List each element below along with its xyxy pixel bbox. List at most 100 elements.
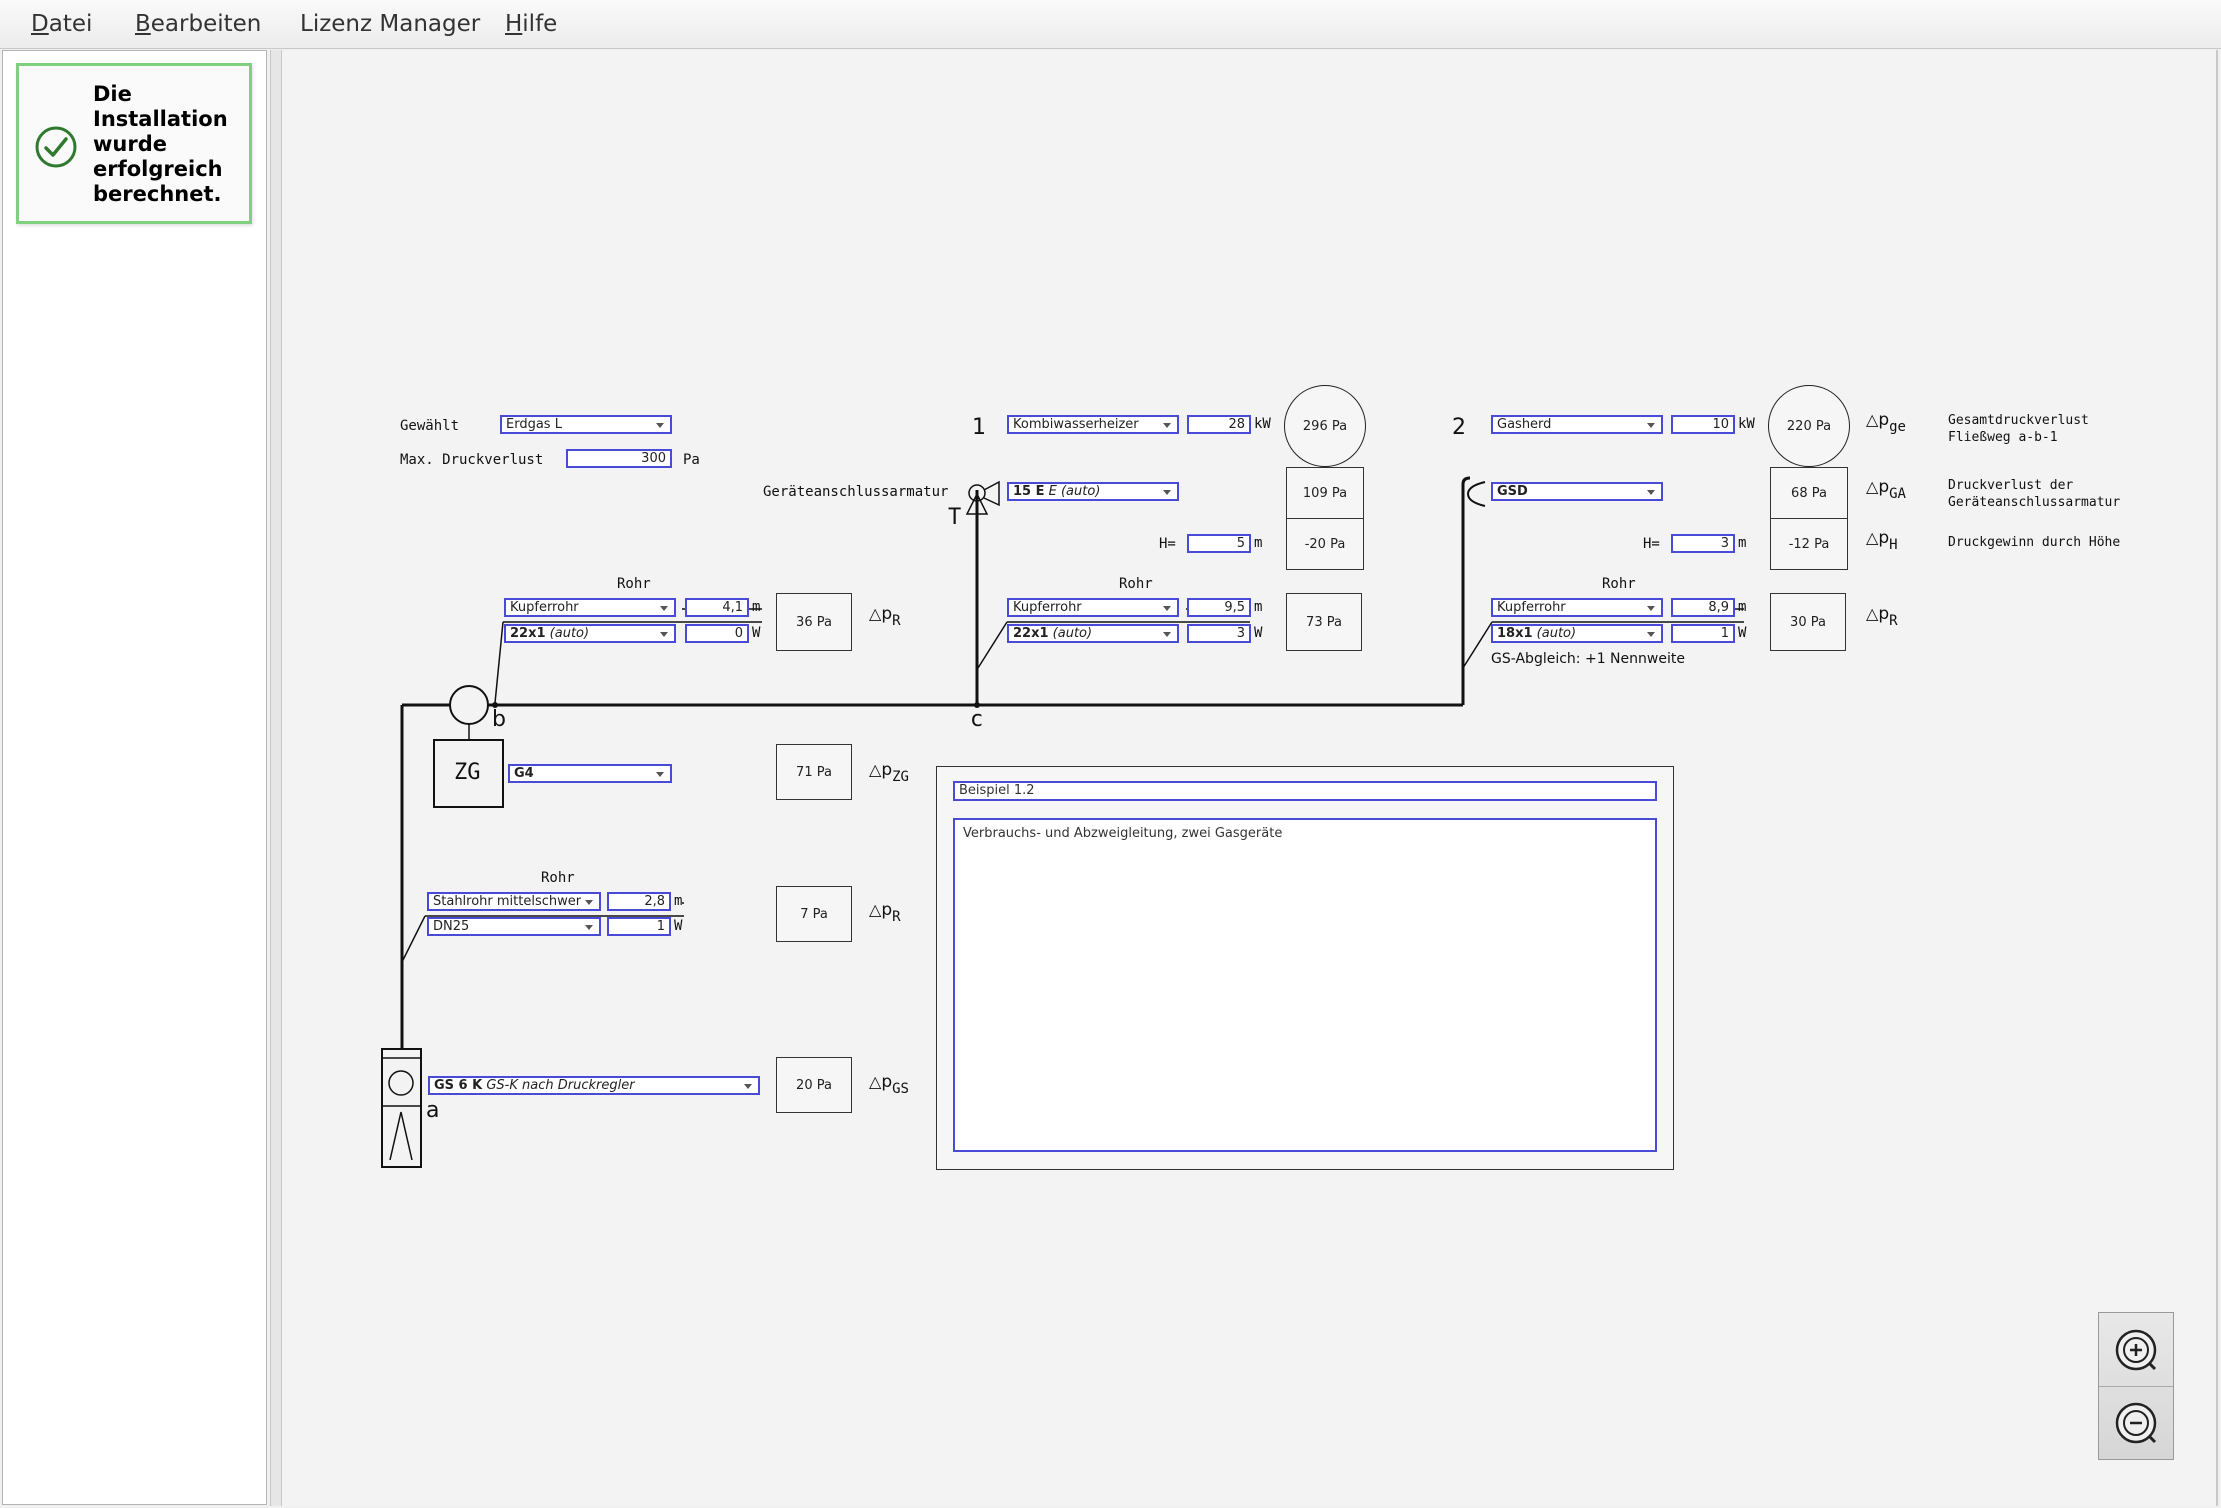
device-2-number: 2 xyxy=(1452,415,1466,440)
pipe-b-w-input[interactable]: 0 xyxy=(685,624,749,643)
callout-pipe-c xyxy=(977,621,1008,669)
legend-ga-text-2: Geräteanschlussarmatur xyxy=(1948,495,2121,510)
pipe-2-w-unit: W xyxy=(1738,625,1747,641)
pipe-c-label: Rohr xyxy=(1119,576,1153,592)
device-1-h-input[interactable]: 5 xyxy=(1187,534,1251,553)
zg-dropdown[interactable]: G4 xyxy=(508,764,672,783)
node-c-label: c xyxy=(970,707,984,732)
menu-bar: Datei Bearbeiten Lizenz Manager Hilfe xyxy=(0,0,2221,49)
device-1-armatur-dropdown[interactable]: 15 E E (auto) xyxy=(1007,482,1179,501)
zg-box xyxy=(433,739,504,808)
pipe-2-length-input[interactable]: 8,9 xyxy=(1671,598,1735,617)
zoom-in-icon xyxy=(2115,1329,2157,1371)
pipe-c-length-unit: m xyxy=(1254,599,1263,615)
delta-p-r-b: △pR xyxy=(869,604,901,629)
gs-dropdown[interactable]: GS 6 K GS-K nach Druckregler xyxy=(428,1076,760,1095)
callout-pipe-a xyxy=(401,915,426,963)
device-2-armatur-dropdown[interactable]: GSD xyxy=(1491,482,1663,501)
device-2-h-gain: -12 Pa xyxy=(1770,518,1848,570)
max-druckverlust-label: Max. Druckverlust xyxy=(400,452,544,468)
max-druckverlust-unit: Pa xyxy=(683,452,700,468)
gas-type-dropdown[interactable]: Erdgas L xyxy=(500,415,672,434)
check-circle-icon xyxy=(35,126,77,168)
gs-regulator-symbol xyxy=(381,1048,422,1168)
gsd-connector-symbol xyxy=(1466,481,1486,507)
legend-ge-text-1: Gesamtdruckverlust xyxy=(1948,413,2089,428)
node-a-label: a xyxy=(426,1098,440,1123)
zg-label: ZG xyxy=(454,760,481,785)
pipe-2-w-input[interactable]: 1 xyxy=(1671,624,1735,643)
pipe-a-length-input[interactable]: 2,8 xyxy=(607,892,671,911)
device-2-type-dropdown[interactable]: Gasherd xyxy=(1491,415,1663,434)
pipe-c-loss: 73 Pa xyxy=(1286,593,1362,651)
delta-p-ga: △pGA xyxy=(1866,477,1906,502)
device-1-h-unit: m xyxy=(1254,535,1263,551)
branch-2-top xyxy=(1461,476,1471,492)
device-2-h-label: H= xyxy=(1643,536,1660,552)
callout-pipe-2 xyxy=(1462,621,1493,669)
armatur-symbol xyxy=(968,484,986,502)
delta-p-ge: △pge xyxy=(1866,410,1906,435)
pipe-c-size-dropdown[interactable]: 22x1 (auto) xyxy=(1007,624,1179,643)
menu-hilfe[interactable]: Hilfe xyxy=(505,11,558,37)
zoom-in-button[interactable] xyxy=(2099,1313,2173,1387)
max-druckverlust-input[interactable]: 300 xyxy=(566,449,672,468)
zoom-out-icon xyxy=(2115,1402,2157,1444)
pipe-a-length-unit: m xyxy=(674,893,683,909)
delta-p-r-2: △pR xyxy=(1866,604,1898,629)
device-2-armatur-loss: 68 Pa xyxy=(1770,467,1848,519)
legend-h-text: Druckgewinn durch Höhe xyxy=(1948,535,2121,550)
pipe-b-material-dropdown[interactable]: Kupferrohr xyxy=(504,598,676,617)
armatur-label: Geräteanschlussarmatur xyxy=(763,484,949,500)
pipe-a-loss: 7 Pa xyxy=(776,886,852,942)
legend-ga-text-1: Druckverlust der xyxy=(1948,478,2074,493)
zoom-out-button[interactable] xyxy=(2099,1387,2173,1460)
pipe-2-length-unit: m xyxy=(1738,599,1747,615)
pipe-a-material-dropdown[interactable]: Stahlrohr mittelschwer xyxy=(427,892,601,911)
pipe-a-size-dropdown[interactable]: DN25 xyxy=(427,917,601,936)
delta-p-h: △pH xyxy=(1866,528,1898,553)
menu-lizenz-manager[interactable]: Lizenz Manager xyxy=(300,11,481,37)
zg-loss: 71 Pa xyxy=(776,744,852,800)
pipe-c-material-dropdown[interactable]: Kupferrohr xyxy=(1007,598,1179,617)
delta-p-r-a: △pR xyxy=(869,900,901,925)
success-notice: Die Installation wurde erfolgreich berec… xyxy=(16,63,252,224)
pipe-a-w-input[interactable]: 1 xyxy=(607,917,671,936)
device-1-h-label: H= xyxy=(1159,536,1176,552)
pipe-2-size-dropdown[interactable]: 18x1 (auto) xyxy=(1491,624,1663,643)
pipe-a-w-unit: W xyxy=(674,918,683,934)
gewaehlt-label: Gewählt xyxy=(400,418,460,434)
device-1-h-gain: -20 Pa xyxy=(1286,518,1364,570)
device-2-power-input[interactable]: 10 xyxy=(1671,415,1735,434)
project-description-textarea[interactable]: Verbrauchs- und Abzweigleitung, zwei Gas… xyxy=(953,818,1657,1152)
pipe-c-w-input[interactable]: 3 xyxy=(1187,624,1251,643)
pipe-b-length-input[interactable]: 4,1 xyxy=(685,598,749,617)
device-1-type-dropdown[interactable]: Kombiwasserheizer xyxy=(1007,415,1179,434)
pipe-2-material-dropdown[interactable]: Kupferrohr xyxy=(1491,598,1663,617)
pipe-c-length-input[interactable]: 9,5 xyxy=(1187,598,1251,617)
device-2-h-input[interactable]: 3 xyxy=(1671,534,1735,553)
project-title-input[interactable]: Beispiel 1.2 xyxy=(953,781,1657,801)
pipe-c-w-unit: W xyxy=(1254,625,1263,641)
delta-p-gs: △pGS xyxy=(869,1072,909,1097)
menu-bearbeiten[interactable]: Bearbeiten xyxy=(135,11,262,37)
delta-p-zg: △pZG xyxy=(869,760,909,785)
device-2-total-loss: 220 Pa xyxy=(1768,385,1850,467)
callout-pipe-b xyxy=(494,621,504,704)
device-1-armatur-loss: 109 Pa xyxy=(1286,467,1364,519)
legend-ge-text-2: Fließweg a-b-1 xyxy=(1948,430,2058,445)
pipe-b-length-unit: m xyxy=(752,599,761,615)
device-2-h-unit: m xyxy=(1738,535,1747,551)
zg-meter-circle xyxy=(449,685,489,725)
pipe-b-size-dropdown[interactable]: 22x1 (auto) xyxy=(504,624,676,643)
pipe-2-label: Rohr xyxy=(1602,576,1636,592)
pipe-2-loss: 30 Pa xyxy=(1770,593,1846,651)
device-1-power-input[interactable]: 28 xyxy=(1187,415,1251,434)
menu-datei[interactable]: Datei xyxy=(31,11,93,37)
gs-abgleich-note: GS-Abgleich: +1 Nennweite xyxy=(1491,651,1685,667)
pipe-a-label: Rohr xyxy=(541,870,575,886)
splitter-handle[interactable] xyxy=(270,50,282,1506)
t-symbol: T xyxy=(948,505,962,530)
zoom-controls xyxy=(2098,1312,2174,1460)
